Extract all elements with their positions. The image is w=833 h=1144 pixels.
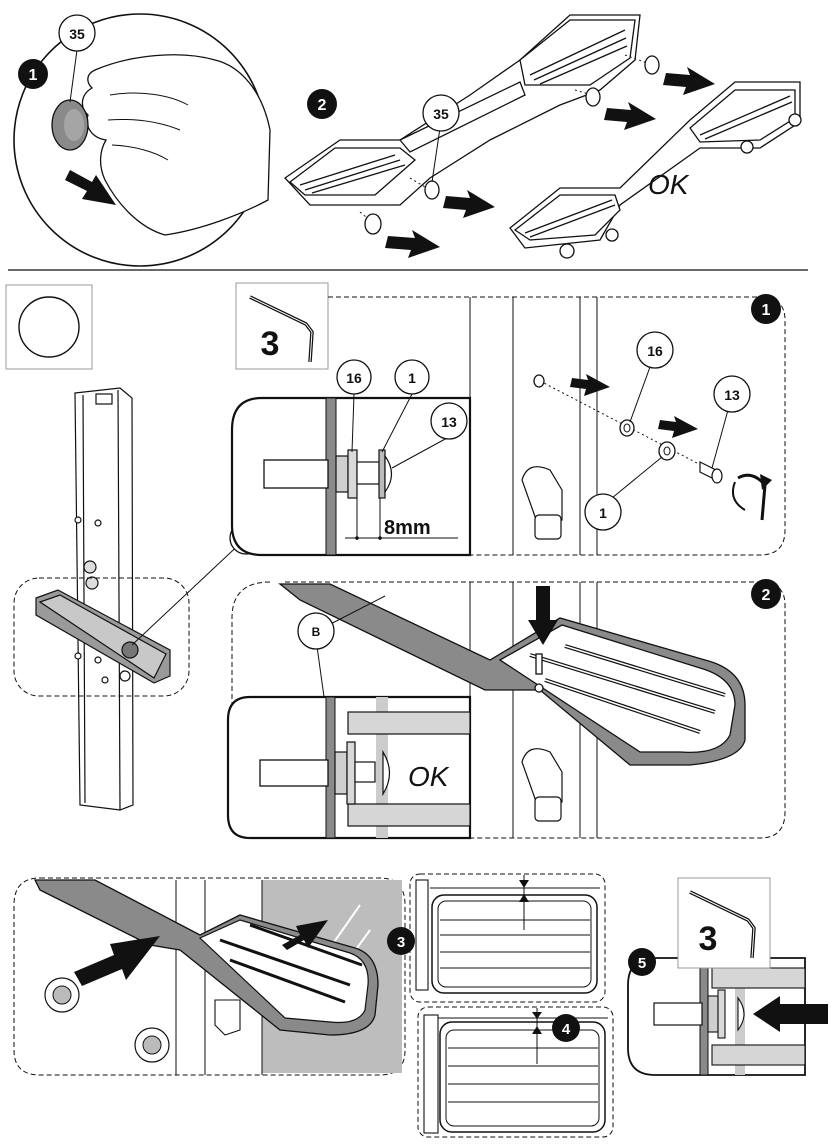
step-number: 5 <box>638 955 646 972</box>
ok-label: OK <box>648 169 690 200</box>
arrow-icon <box>753 996 828 1032</box>
part-callout <box>58 14 96 52</box>
step-number: 2 <box>762 587 771 604</box>
part-number: 35 <box>433 106 449 122</box>
step-number: 2 <box>318 97 327 114</box>
wall-hole-icon-box <box>5 284 93 370</box>
arrow-icon <box>570 374 698 438</box>
step-marker <box>18 59 48 89</box>
arrow-icon <box>385 67 715 258</box>
exploded-callouts: 16 13 1 <box>584 331 751 531</box>
step-number: 1 <box>29 67 38 84</box>
tool-number: 3 <box>261 325 280 363</box>
gap-check-top <box>409 873 606 1003</box>
part-number: 16 <box>346 370 362 386</box>
rack-assembly <box>284 14 641 206</box>
top-step2-panel: 2 <box>284 14 802 259</box>
tool-number: 3 <box>699 920 718 958</box>
bracket-callout: B <box>297 595 386 741</box>
exploded-parts <box>533 374 772 521</box>
step-marker <box>552 1014 580 1042</box>
part-number: 16 <box>647 343 663 359</box>
part-number: 1 <box>408 370 416 386</box>
step-marker <box>751 579 781 609</box>
step-number: 1 <box>762 302 771 319</box>
shower-column <box>74 387 134 811</box>
step-marker <box>387 927 415 955</box>
shelf-small <box>35 589 171 684</box>
ok-label: OK <box>408 761 450 792</box>
wall-fitting <box>521 466 563 822</box>
tool-box: 3 <box>677 877 771 969</box>
dimension-label: 8mm <box>384 517 431 539</box>
step-number: 3 <box>397 934 405 951</box>
part-number: 13 <box>441 414 457 430</box>
final-tighten <box>627 957 828 1076</box>
arrow-icon <box>74 920 328 986</box>
detail-callouts: 16 1 13 <box>336 359 468 469</box>
arrow-icon <box>65 170 116 205</box>
step2-panel <box>231 581 786 839</box>
step-marker <box>751 294 781 324</box>
step-number: 4 <box>562 1021 571 1038</box>
part-number: 35 <box>69 26 85 42</box>
gap-check-bottom <box>417 1006 614 1138</box>
hand-icon <box>81 54 271 236</box>
bottom-panel-left <box>13 877 406 1076</box>
tool-box: 3 <box>235 282 329 370</box>
part-number: 1 <box>599 505 607 521</box>
screw-detail: 8mm <box>230 396 472 557</box>
step-marker <box>307 89 337 119</box>
ok-detail: OK <box>226 695 472 840</box>
top-step1-panel: 1 35 <box>13 13 271 267</box>
shelf-large <box>278 583 746 766</box>
step-marker <box>628 948 656 976</box>
bracket-label: B <box>312 625 321 639</box>
arrow-icon <box>528 586 558 645</box>
rack-result <box>509 81 802 259</box>
part-number: 13 <box>724 387 740 403</box>
part-callout <box>422 94 460 132</box>
circle-icon <box>18 296 80 358</box>
